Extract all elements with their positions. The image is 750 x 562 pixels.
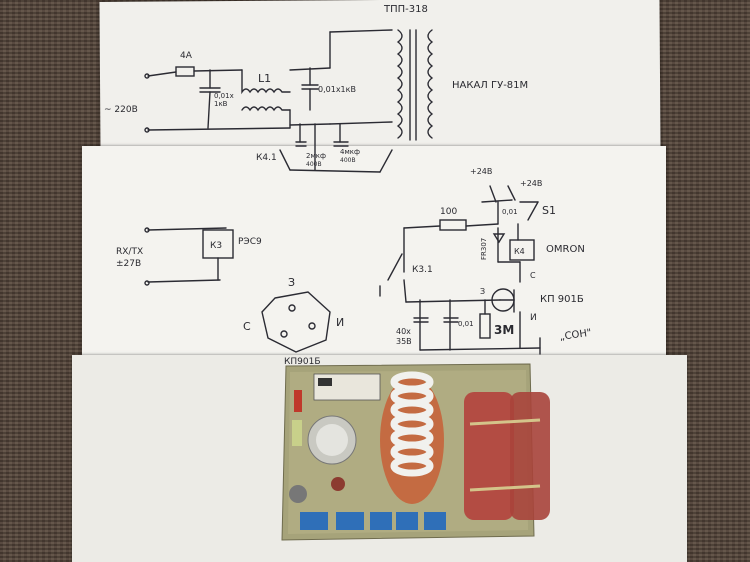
fuse-label: 4А — [180, 51, 193, 61]
cap4-label-2: 400В — [340, 157, 356, 164]
son-label: „СОН" — [559, 328, 592, 343]
omron-label: OMRON — [546, 244, 585, 255]
diode-label: FR307 — [480, 238, 488, 260]
transformer-label: ТПП-318 — [383, 4, 428, 15]
supply-label-2: +24В — [520, 179, 542, 188]
resistor2-label: 3М — [494, 323, 514, 337]
relay-k3-label: К3 — [210, 241, 222, 251]
schematic-sheet-middle — [82, 146, 666, 361]
filament-label: НАКАЛ ГУ-81М — [452, 80, 528, 91]
cap3-label-2: 400В — [306, 161, 322, 168]
relay-type-label: РЭС9 — [238, 237, 262, 247]
cap4-label: 4мкф — [340, 148, 360, 156]
resistor-label: 100 — [440, 207, 457, 217]
cap6-label: 40х — [396, 327, 411, 336]
pinout-z: З — [288, 276, 295, 289]
relay-k4-label: К4 — [514, 247, 525, 256]
cap1-label-2: 1кВ — [214, 100, 228, 108]
mains-label: ~ 220В — [104, 105, 138, 115]
cap2-label: 0,01х1кВ — [318, 85, 356, 94]
pinout-c: С — [243, 320, 251, 333]
pinout-i: И — [336, 316, 344, 329]
pinout-label: КП901Б — [284, 357, 321, 367]
cap1-label: 0,01х — [214, 92, 234, 100]
rxtx-label: RX/TX — [116, 247, 143, 257]
cap6-label-2: 35В — [396, 337, 412, 346]
switch-label: S1 — [542, 204, 556, 217]
supply-label-1: +24В — [470, 167, 492, 176]
i-label: И — [530, 313, 537, 323]
circuit-board-photo — [281, 363, 550, 541]
cap5-label: 0,01 — [502, 208, 518, 216]
z-label: З — [480, 287, 485, 296]
c-label: С — [530, 271, 536, 280]
transistor-label: КП 901Б — [540, 294, 584, 305]
relay-contact-label: К4.1 — [256, 153, 277, 163]
choke-label: L1 — [258, 72, 271, 85]
rxtx-voltage: ±27В — [116, 259, 141, 269]
k31-label: К3.1 — [412, 265, 433, 275]
cap7-label: 0,01 — [458, 320, 474, 328]
cap3-label: 2мкф — [306, 152, 326, 160]
